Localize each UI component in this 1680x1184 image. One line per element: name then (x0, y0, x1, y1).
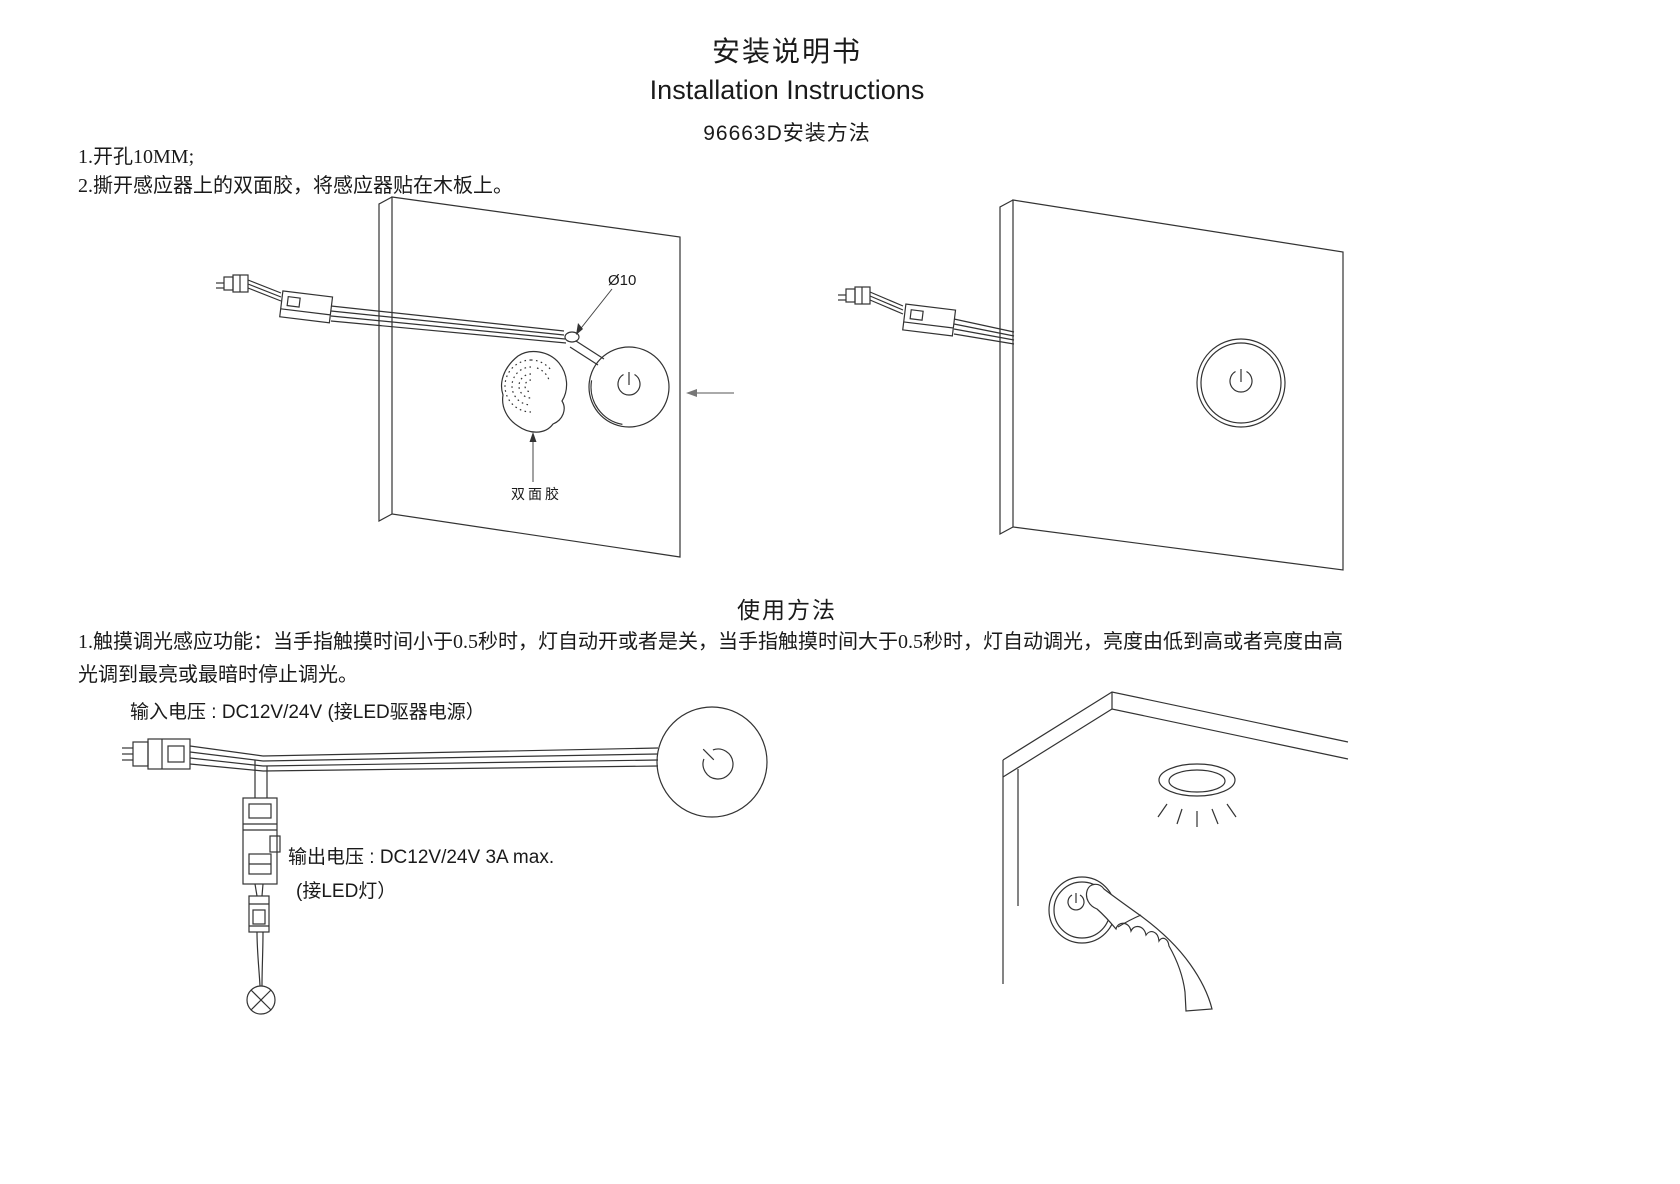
title-block: 安装说明书 Installation Instructions 96663D安装… (0, 30, 1574, 147)
tape-callout: 双面胶 (511, 432, 562, 502)
wire-harness (216, 274, 605, 366)
touch-sensor-disc (588, 346, 670, 428)
diagram-install-left: 双面胶 Ø10 (216, 196, 734, 558)
drill-hole (564, 331, 580, 343)
page-title-cn: 安装说明书 (711, 36, 862, 67)
input-connector (122, 738, 191, 770)
install-step-2: 2.撕开感应器上的双面胶，将感应器贴在木板上。 (78, 175, 513, 197)
install-steps: 1.开孔10MM; 2.撕开感应器上的双面胶，将感应器贴在木板上。 (78, 143, 513, 201)
hole-callout: Ø10 (576, 272, 636, 335)
usage-paragraph-line-1: 1.触摸调光感应功能：当手指触摸时间小于0.5秒时，灯自动开或者是关，当手指触摸… (78, 631, 1343, 653)
wire-harness (838, 286, 1015, 345)
touch-sensor-disc-mounted (1196, 338, 1286, 428)
diagram-wiring: 输入电压 : DC12V/24V (接LED驱器电源） (122, 701, 768, 1015)
output-voltage-label-2: (接LED灯） (296, 880, 396, 902)
touch-power-icon (702, 748, 734, 780)
usage-paragraph-line-2: 光调到最亮或最暗时停止调光。 (78, 664, 358, 686)
double-sided-tape-blob (500, 350, 568, 433)
tape-label: 双面胶 (511, 486, 562, 502)
usage-heading: 使用方法 (737, 597, 837, 623)
output-connector-block (242, 797, 281, 987)
input-voltage-label: 输入电压 : DC12V/24V (接LED驱器电源） (130, 701, 485, 723)
hole-diameter-label: Ø10 (608, 272, 636, 289)
led-lamp-symbol (246, 985, 276, 1015)
board-panel (378, 196, 681, 558)
output-voltage-label: 输出电压 : DC12V/24V 3A max. (288, 846, 554, 868)
ceiling-light (1157, 763, 1237, 827)
power-icon (1067, 893, 1085, 911)
direction-arrow (686, 389, 734, 397)
diagram-install-right (838, 199, 1344, 571)
light-rays (1157, 803, 1237, 827)
cabinet-corner (1002, 691, 1349, 984)
hand (1085, 883, 1213, 1012)
diagram-usage-illustration (1002, 691, 1349, 1012)
wires (189, 745, 659, 798)
usage-paragraph: 1.触摸调光感应功能：当手指触摸时间小于0.5秒时，灯自动开或者是关，当手指触摸… (78, 626, 1678, 692)
power-icon (1229, 369, 1253, 393)
board-panel (999, 199, 1344, 571)
power-icon (617, 372, 641, 396)
page-title-en: Installation Instructions (649, 75, 925, 105)
touch-sensor-face (656, 706, 768, 818)
model-line: 96663D安装方法 (703, 122, 871, 145)
install-step-1: 1.开孔10MM; (78, 146, 195, 168)
